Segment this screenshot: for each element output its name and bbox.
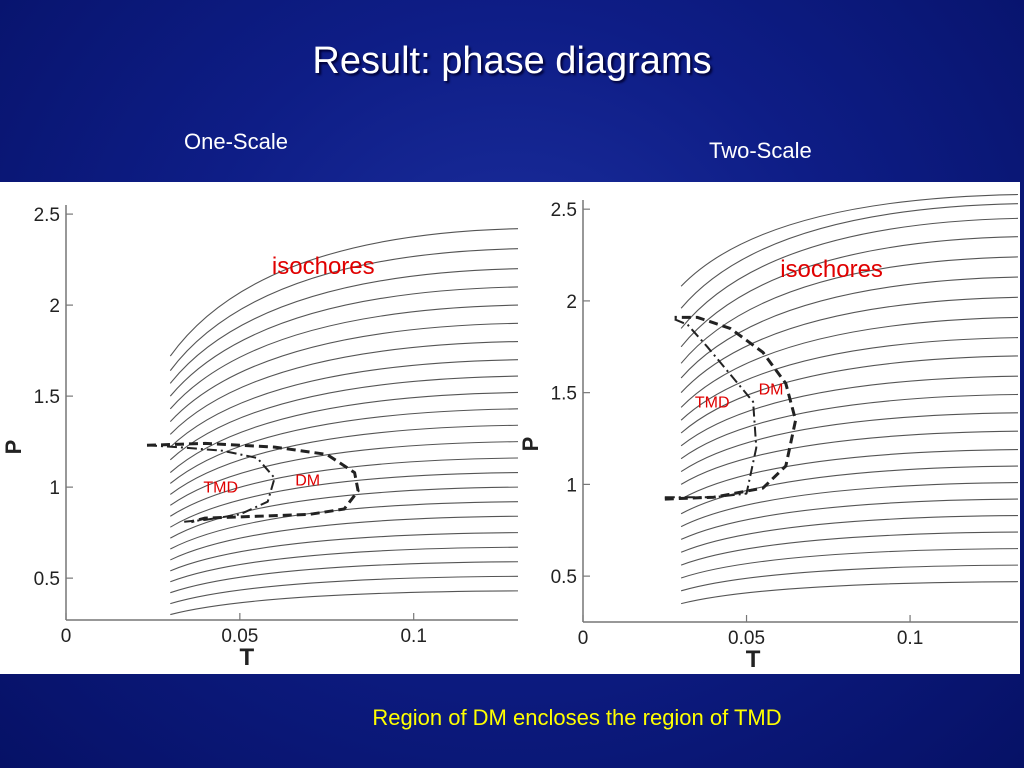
annotation-tmd: TMD [695, 394, 730, 411]
isochore-line [680, 337, 1019, 421]
isochore-line [680, 193, 1019, 287]
isochore-line [680, 296, 1019, 394]
isochore-line [170, 532, 519, 572]
isochore-line [680, 316, 1019, 408]
dm-line [146, 441, 360, 524]
caption: Region of DM encloses the region of TMD [372, 705, 782, 730]
x-tick-label: 0.1 [400, 626, 426, 647]
isochore-line [680, 256, 1019, 364]
isochore-line [680, 548, 1019, 579]
x-tick-label: 0 [61, 626, 72, 647]
y-axis-label: P [1, 440, 26, 455]
isochore-line [680, 465, 1019, 515]
tmd-line [146, 444, 276, 523]
x-tick-label: 0.1 [897, 628, 923, 649]
y-tick-label: 0.5 [34, 569, 60, 590]
isochore-line [680, 531, 1019, 566]
y-tick-label: 1 [566, 475, 577, 496]
isochore-line [170, 561, 519, 594]
isochore-line [169, 304, 519, 410]
isochore-line [680, 448, 1019, 500]
x-axis-label: T [239, 644, 254, 671]
isochore-line [170, 457, 519, 517]
y-tick-label: 1.5 [551, 384, 577, 405]
isochore-line [680, 203, 1019, 309]
slide-title: Result: phase diagrams [312, 40, 712, 82]
subtitle-one-scale: One-Scale [184, 129, 288, 154]
y-tick-label: 1.5 [34, 387, 60, 408]
x-tick-label: 0 [578, 628, 589, 649]
annotation-isochores: isochores [780, 256, 883, 283]
isochore-line [169, 248, 519, 371]
y-tick-label: 2.5 [551, 200, 577, 221]
dm-line [664, 315, 798, 501]
y-tick-label: 2.5 [34, 205, 60, 226]
isochore-line [169, 424, 519, 495]
annotation-dm: DM [295, 472, 320, 489]
isochore-line [680, 276, 1019, 379]
isochore-line [680, 217, 1019, 329]
isochore-line [680, 355, 1019, 434]
isochore-line [169, 375, 519, 461]
y-tick-label: 1 [49, 478, 60, 499]
charts-white-panel [0, 182, 1020, 674]
isochore-line [169, 228, 519, 357]
y-tick-label: 0.5 [551, 567, 577, 588]
isochore-line [170, 472, 519, 528]
isochore-line [680, 482, 1019, 528]
y-tick-label: 2 [566, 292, 577, 313]
isochore-line [680, 430, 1019, 485]
isochore-line [680, 393, 1019, 460]
isochore-line [169, 408, 519, 484]
isochore-line [680, 498, 1019, 540]
isochore-line [170, 546, 519, 583]
y-axis-label: P [518, 437, 543, 452]
isochore-line [680, 515, 1019, 553]
isochore-line [680, 564, 1019, 592]
isochore-line [169, 286, 519, 397]
isochore-line [170, 515, 519, 561]
y-tick-label: 2 [49, 296, 60, 317]
isochore-line [170, 590, 519, 616]
annotation-isochores: isochores [272, 253, 375, 280]
isochore-line [680, 236, 1019, 348]
isochore-line [169, 391, 519, 473]
isochore-line [680, 581, 1019, 605]
isochore-line [170, 575, 519, 605]
isochore-line [170, 486, 519, 539]
isochore-line [169, 441, 519, 506]
isochore-line [680, 375, 1019, 447]
isochore-line [169, 359, 519, 448]
x-tick-label: 0.05 [728, 628, 765, 649]
isochore-line [680, 412, 1019, 473]
x-tick-label: 0.05 [221, 626, 258, 647]
isochore-line [169, 268, 519, 384]
isochore-line [169, 340, 519, 435]
tmd-line [664, 318, 758, 499]
annotation-dm: DM [759, 381, 784, 398]
x-axis-label: T [746, 646, 761, 673]
isochore-line [169, 322, 519, 422]
subtitle-two-scale: Two-Scale [709, 138, 812, 163]
annotation-tmd: TMD [203, 480, 238, 497]
